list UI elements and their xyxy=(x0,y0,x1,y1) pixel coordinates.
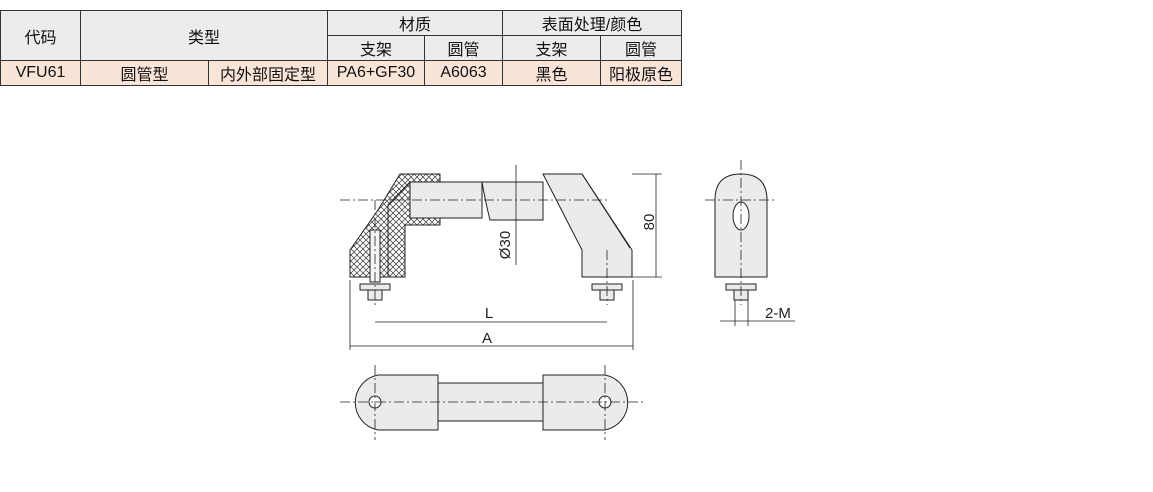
header-surface-bracket: 支架 xyxy=(502,35,601,61)
thread-label: 2-M xyxy=(765,305,791,322)
front-view xyxy=(349,173,633,301)
header-surface: 表面处理/颜色 xyxy=(502,10,682,36)
cell-color-bracket: 黑色 xyxy=(502,60,601,86)
cell-mat-bracket: PA6+GF30 xyxy=(327,60,425,86)
A-label: A xyxy=(482,330,492,347)
header-code: 代码 xyxy=(0,10,81,61)
cell-color-tube: 阳极原色 xyxy=(600,60,682,86)
cell-type2: 内外部固定型 xyxy=(208,60,328,86)
height-label: 80 xyxy=(641,214,658,231)
cell-code: VFU61 xyxy=(0,60,81,86)
L-label: L xyxy=(485,305,493,322)
cell-mat-tube: A6063 xyxy=(424,60,503,86)
spec-table: 代码 类型 材质 表面处理/颜色 支架 圆管 支架 圆管 VFU61 圆管型 内… xyxy=(0,10,682,86)
header-material-tube: 圆管 xyxy=(424,35,503,61)
top-view xyxy=(354,374,629,431)
header-material-bracket: 支架 xyxy=(327,35,425,61)
dimension-lines xyxy=(349,165,795,350)
header-surface-tube: 圆管 xyxy=(600,35,682,61)
cell-type1: 圆管型 xyxy=(80,60,209,86)
diameter-label: Ø30 xyxy=(497,231,514,259)
